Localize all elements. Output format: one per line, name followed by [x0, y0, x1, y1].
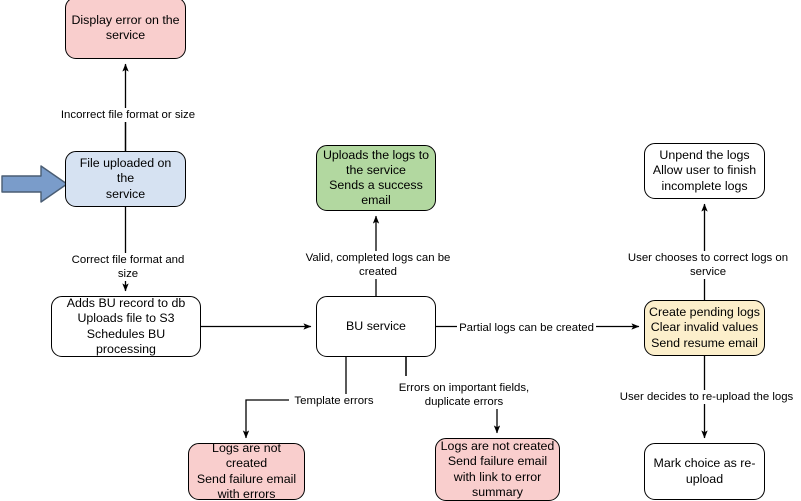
- node-display-error[interactable]: Display error on the service: [65, 0, 186, 59]
- node-display-error-label: Display error on the service: [71, 12, 180, 42]
- edge-label-errors-important-fields: Errors on important fields, duplicate er…: [392, 381, 536, 409]
- node-adds-bu-record-label: Adds BU record to db Uploads file to S3 …: [66, 296, 186, 356]
- edge-label-valid-completed-logs: Valid, completed logs can be created: [285, 251, 471, 279]
- node-file-uploaded[interactable]: File uploaded on the service: [65, 151, 186, 207]
- node-mark-choice-reupload[interactable]: Mark choice as re- upload: [644, 443, 765, 500]
- node-create-pending-logs[interactable]: Create pending logs Clear invalid values…: [644, 300, 765, 356]
- node-mark-choice-reupload-label: Mark choice as re- upload: [653, 456, 756, 486]
- node-file-uploaded-label: File uploaded on the service: [79, 156, 172, 201]
- node-unpend-logs[interactable]: Unpend the logs Allow user to finish inc…: [644, 143, 765, 199]
- entry-block-arrow: [1, 165, 68, 203]
- node-logs-not-created-template-label: Logs are not created Send failure email …: [196, 441, 297, 501]
- node-logs-not-created-template[interactable]: Logs are not created Send failure email …: [188, 441, 305, 501]
- node-create-pending-logs-label: Create pending logs Clear invalid values…: [649, 305, 760, 350]
- node-uploads-logs-label: Uploads the logs to the service Sends a …: [322, 147, 430, 208]
- node-adds-bu-record[interactable]: Adds BU record to db Uploads file to S3 …: [51, 296, 201, 357]
- edge-label-incorrect-format: Incorrect file format or size: [56, 108, 200, 122]
- node-logs-not-created-fields-label: Logs are not created Send failure email …: [440, 439, 555, 499]
- node-unpend-logs-label: Unpend the logs Allow user to finish inc…: [652, 148, 757, 193]
- edge-label-template-errors: Template errors: [289, 394, 379, 408]
- node-bu-service-label: BU service: [346, 318, 406, 333]
- edge-label-user-reupload: User decides to re-upload the logs: [617, 390, 796, 404]
- edge-label-correct-format: Correct file format and size: [58, 253, 198, 281]
- edge-label-user-corrects-logs: User chooses to correct logs on service: [608, 251, 801, 279]
- node-logs-not-created-fields[interactable]: Logs are not created Send failure email …: [435, 438, 560, 501]
- node-uploads-logs[interactable]: Uploads the logs to the service Sends a …: [316, 145, 436, 211]
- node-bu-service[interactable]: BU service: [316, 296, 436, 357]
- edge-label-partial-logs: Partial logs can be created: [457, 321, 596, 335]
